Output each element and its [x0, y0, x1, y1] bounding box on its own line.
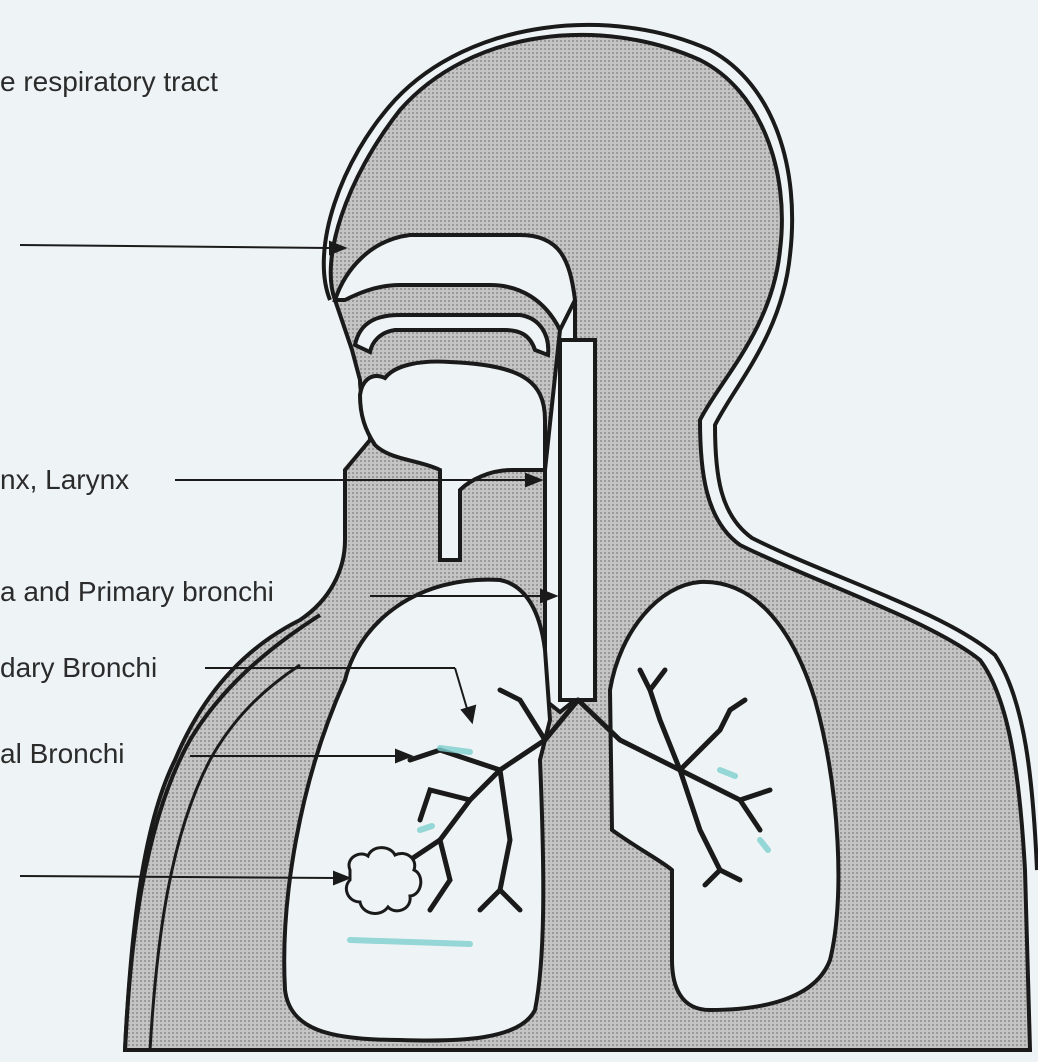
label-trachea-primary-bronchi: a and Primary bronchi: [0, 578, 274, 606]
trachea-lumen: [560, 340, 595, 700]
label-tertiary-bronchi: al Bronchi: [0, 740, 125, 768]
label-pharynx-larynx: nx, Larynx: [0, 466, 129, 494]
diagram-title: e respiratory tract: [0, 68, 218, 96]
label-secondary-bronchi: dary Bronchi: [0, 654, 157, 682]
